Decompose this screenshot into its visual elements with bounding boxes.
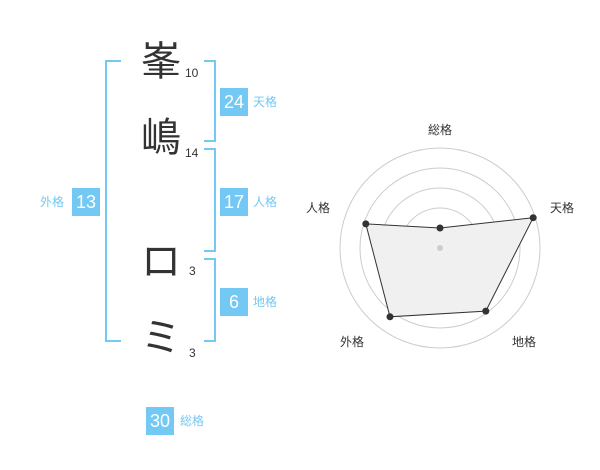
soukaku-label: 総格	[180, 414, 205, 428]
radar-point-1	[529, 214, 537, 222]
gaikaku-bracket	[105, 60, 121, 342]
soukaku-value: 30	[146, 407, 174, 435]
tenkaku-label: 天格	[253, 95, 278, 109]
stroke-count-4: 3	[189, 346, 196, 360]
name-char-2: 嶋	[141, 115, 181, 161]
name-char-3: ロ	[141, 239, 181, 285]
stroke-count-1: 10	[185, 66, 199, 80]
radar-polygon	[365, 217, 535, 318]
jinkaku-value: 17	[220, 188, 248, 216]
radar-axis-label-chikaku: 地格	[512, 334, 536, 349]
tenkaku-value: 24	[220, 88, 248, 116]
radar-point-4	[362, 220, 370, 228]
chikaku-label: 地格	[253, 295, 278, 309]
stroke-count-2: 14	[185, 146, 199, 160]
stroke-count-3: 3	[189, 264, 196, 278]
radar-axis-label-soukaku: 総格	[428, 122, 452, 137]
radar-point-3	[386, 313, 394, 321]
radar-axis-label-tenkaku: 天格	[550, 200, 574, 215]
gaikaku-value: 13	[72, 188, 100, 216]
radar-ring	[339, 147, 541, 349]
name-char-1: 峯	[141, 39, 181, 85]
tenkaku-bracket	[204, 60, 216, 142]
gaikaku-label: 外格	[40, 195, 65, 209]
radar-point-0	[436, 224, 444, 232]
radar-center-point	[437, 245, 443, 251]
radar-axis-label-gaikaku: 外格	[340, 334, 364, 349]
radar-axis-label-jinkaku: 人格	[306, 200, 330, 215]
jinkaku-label: 人格	[253, 195, 278, 209]
name-char-4: ミ	[141, 315, 181, 361]
chikaku-bracket	[204, 258, 216, 342]
jinkaku-bracket	[204, 148, 216, 252]
radar-ring	[359, 167, 521, 329]
chikaku-value: 6	[220, 288, 248, 316]
radar-point-2	[482, 307, 490, 315]
